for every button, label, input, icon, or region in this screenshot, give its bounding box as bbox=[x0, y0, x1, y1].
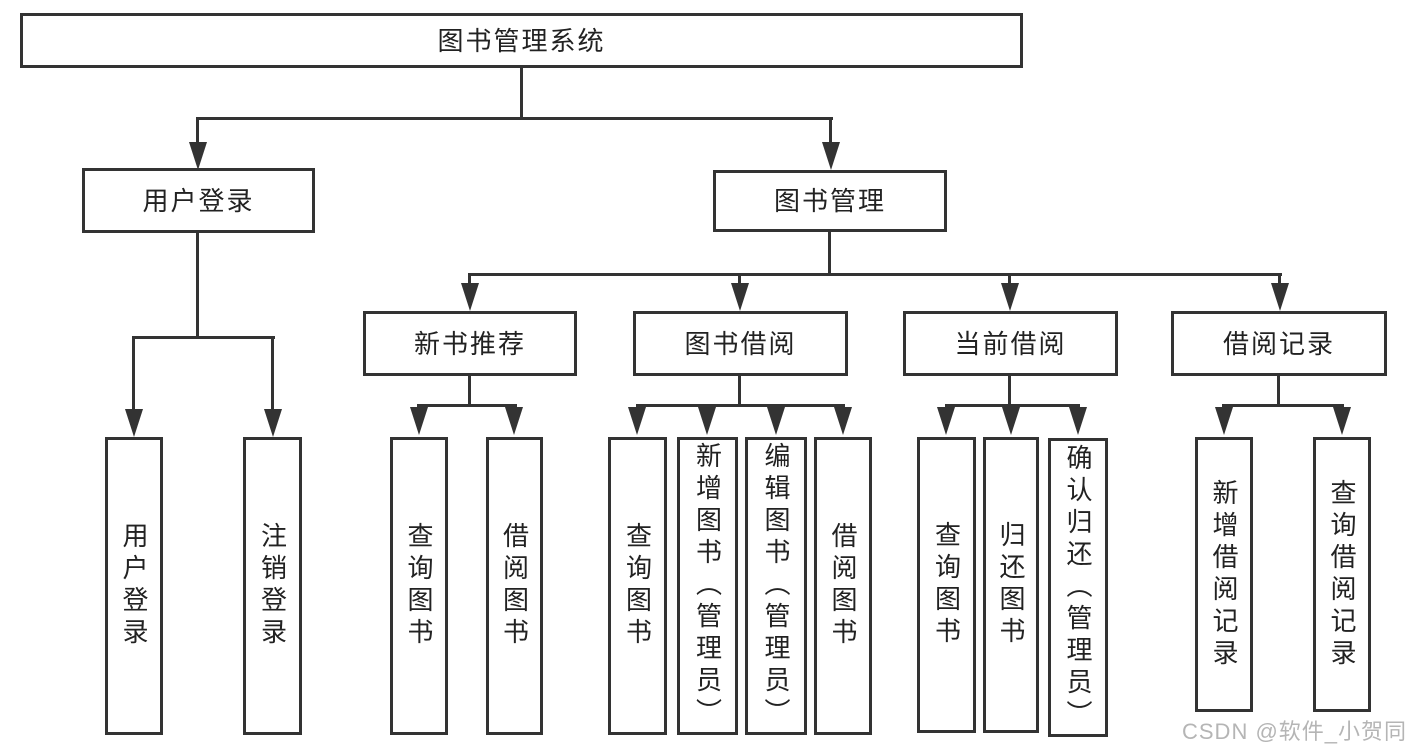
connector-level2-c2 bbox=[738, 275, 741, 287]
arrow-down-icon bbox=[834, 407, 852, 435]
arrow-down-icon bbox=[1215, 407, 1233, 435]
node-current-borrow: 当前借阅 bbox=[903, 311, 1118, 376]
arrow-down-icon bbox=[1069, 407, 1087, 435]
arrow-down-icon bbox=[461, 283, 479, 311]
leaf-logout: 注销登录 bbox=[243, 437, 302, 735]
connector-level2-c4 bbox=[1278, 275, 1281, 287]
arrow-down-icon bbox=[125, 409, 143, 437]
node-borrow-record: 借阅记录 bbox=[1171, 311, 1387, 376]
arrow-down-icon bbox=[698, 407, 716, 435]
connector-record-bar bbox=[1222, 404, 1344, 407]
leaf-query-book-3: 查询图书 bbox=[917, 437, 976, 733]
connector-borrow-stem bbox=[738, 376, 741, 407]
connector-root-stem bbox=[520, 68, 523, 120]
connector-newbook-stem bbox=[468, 376, 471, 407]
arrow-down-icon bbox=[189, 142, 207, 170]
leaf-add-book-admin: 新增图书（管理员） bbox=[677, 437, 738, 735]
arrow-down-icon bbox=[505, 407, 523, 435]
connector-record-stem bbox=[1277, 376, 1280, 407]
leaf-query-borrow-record: 查询借阅记录 bbox=[1313, 437, 1371, 712]
leaf-borrow-book-2: 借阅图书 bbox=[814, 437, 872, 735]
arrow-down-icon bbox=[767, 407, 785, 435]
arrow-down-icon bbox=[1271, 283, 1289, 311]
connector-level1-bar bbox=[196, 117, 833, 120]
connector-level1-left-stem bbox=[196, 119, 199, 145]
connector-userlogin-c1 bbox=[132, 338, 135, 410]
watermark: CSDN @软件_小贺同学 bbox=[1182, 719, 1405, 744]
connector-current-bar bbox=[945, 404, 1080, 407]
connector-userlogin-bar bbox=[132, 336, 275, 339]
arrow-down-icon bbox=[410, 407, 428, 435]
connector-level1-right-stem bbox=[829, 119, 832, 145]
arrow-down-icon bbox=[1333, 407, 1351, 435]
node-book-management: 图书管理 bbox=[713, 170, 947, 232]
leaf-edit-book-admin: 编辑图书（管理员） bbox=[745, 437, 807, 735]
leaf-user-login: 用户登录 bbox=[105, 437, 163, 735]
node-book-borrow: 图书借阅 bbox=[633, 311, 848, 376]
leaf-query-book-1: 查询图书 bbox=[390, 437, 448, 735]
arrow-down-icon bbox=[1002, 407, 1020, 435]
connector-userlogin-c2 bbox=[271, 338, 274, 410]
node-new-book-recommend: 新书推荐 bbox=[363, 311, 577, 376]
connector-level2-bar bbox=[468, 273, 1282, 276]
arrow-down-icon bbox=[264, 409, 282, 437]
arrow-down-icon bbox=[937, 407, 955, 435]
connector-level2-c3 bbox=[1008, 275, 1011, 287]
connector-newbook-bar bbox=[417, 404, 517, 407]
arrow-down-icon bbox=[731, 283, 749, 311]
leaf-confirm-return-admin: 确认归还（管理员） bbox=[1048, 438, 1108, 737]
leaf-query-book-2: 查询图书 bbox=[608, 437, 667, 735]
connector-userlogin-stem bbox=[196, 233, 199, 339]
connector-level2-c1 bbox=[468, 275, 471, 287]
connector-borrow-bar bbox=[636, 404, 845, 407]
arrow-down-icon bbox=[1001, 283, 1019, 311]
arrow-down-icon bbox=[822, 142, 840, 170]
leaf-borrow-book-1: 借阅图书 bbox=[486, 437, 543, 735]
node-user-login-group: 用户登录 bbox=[82, 168, 315, 233]
leaf-return-book: 归还图书 bbox=[983, 437, 1039, 733]
node-root: 图书管理系统 bbox=[20, 13, 1023, 68]
leaf-add-borrow-record: 新增借阅记录 bbox=[1195, 437, 1253, 712]
connector-bookmgmt-stem bbox=[828, 232, 831, 276]
connector-current-stem bbox=[1008, 376, 1011, 407]
arrow-down-icon bbox=[628, 407, 646, 435]
